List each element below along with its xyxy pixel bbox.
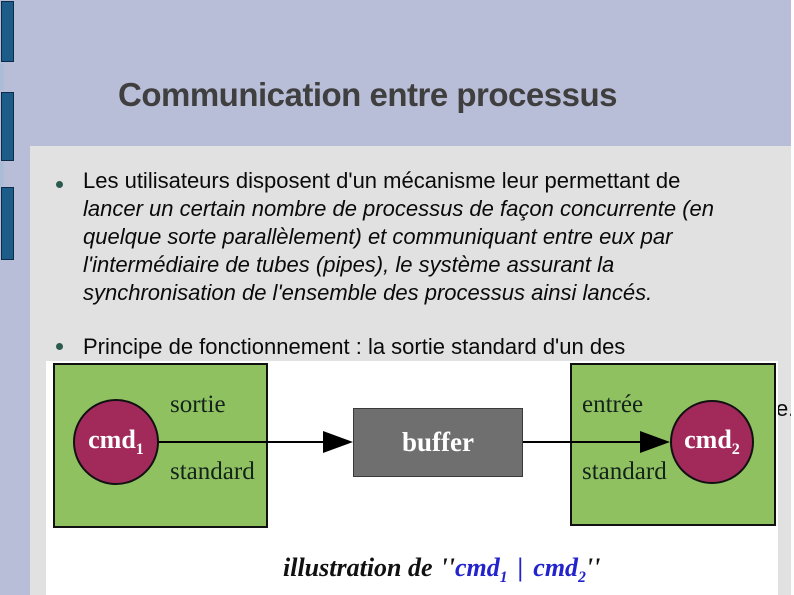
bullet-line: quelque sorte parallèlement) et communiq…	[83, 224, 673, 249]
caption-close-quote: ''	[585, 553, 601, 582]
label-entree: entrée	[582, 391, 644, 418]
buffer-box: buffer	[353, 408, 523, 477]
bullet-dot	[56, 343, 63, 350]
page-title: Communication entre processus	[118, 76, 617, 113]
pipe-line-2	[523, 441, 641, 443]
decorative-bar-3	[1, 187, 14, 260]
caption-prefix: illustration de	[283, 553, 433, 582]
bullet-line: Les utilisateurs disposent d'un mécanism…	[83, 168, 681, 193]
node-label: cmd1	[88, 424, 144, 459]
diagram-caption: illustration de''cmd1|cmd2''	[283, 553, 600, 587]
pipe-diagram-image: sortie standard entrée standard buffer c…	[46, 361, 778, 595]
bullet-line: synchronisation de l'ensemble des proces…	[83, 280, 653, 305]
arrowhead-icon-1	[323, 431, 353, 453]
bullet-dot	[56, 181, 63, 188]
node-label: cmd2	[684, 424, 740, 459]
node-circle-cmd1: cmd1	[73, 399, 159, 485]
clipped-text-fragment: e.	[776, 396, 794, 421]
bullet-line: l'intermédiaire de tubes (pipes), le sys…	[83, 252, 615, 277]
caption-cmd1: cmd1	[455, 553, 508, 587]
decorative-bar-sliver-2	[0, 162, 4, 186]
bullet-line: Principe de fonctionnement : la sortie s…	[83, 334, 626, 359]
label-standard-left: standard	[170, 458, 255, 485]
decorative-bar-2	[1, 92, 14, 161]
node-circle-cmd2: cmd2	[670, 400, 754, 484]
slide-right-edge	[791, 0, 794, 595]
decorative-bar-1	[1, 1, 14, 62]
label-standard-right: standard	[582, 458, 667, 485]
caption-cmd2: cmd2	[533, 553, 586, 587]
caption-open-quote: ''	[440, 553, 455, 582]
bullet-line: lancer un certain nombre de processus de…	[83, 196, 715, 221]
arrowhead-icon-2	[640, 431, 670, 453]
pipe-line-1	[156, 441, 324, 443]
caption-pipe: |	[517, 553, 524, 582]
buffer-label: buffer	[402, 427, 474, 457]
label-sortie: sortie	[170, 391, 226, 418]
decorative-bar-sliver-1	[0, 64, 4, 90]
